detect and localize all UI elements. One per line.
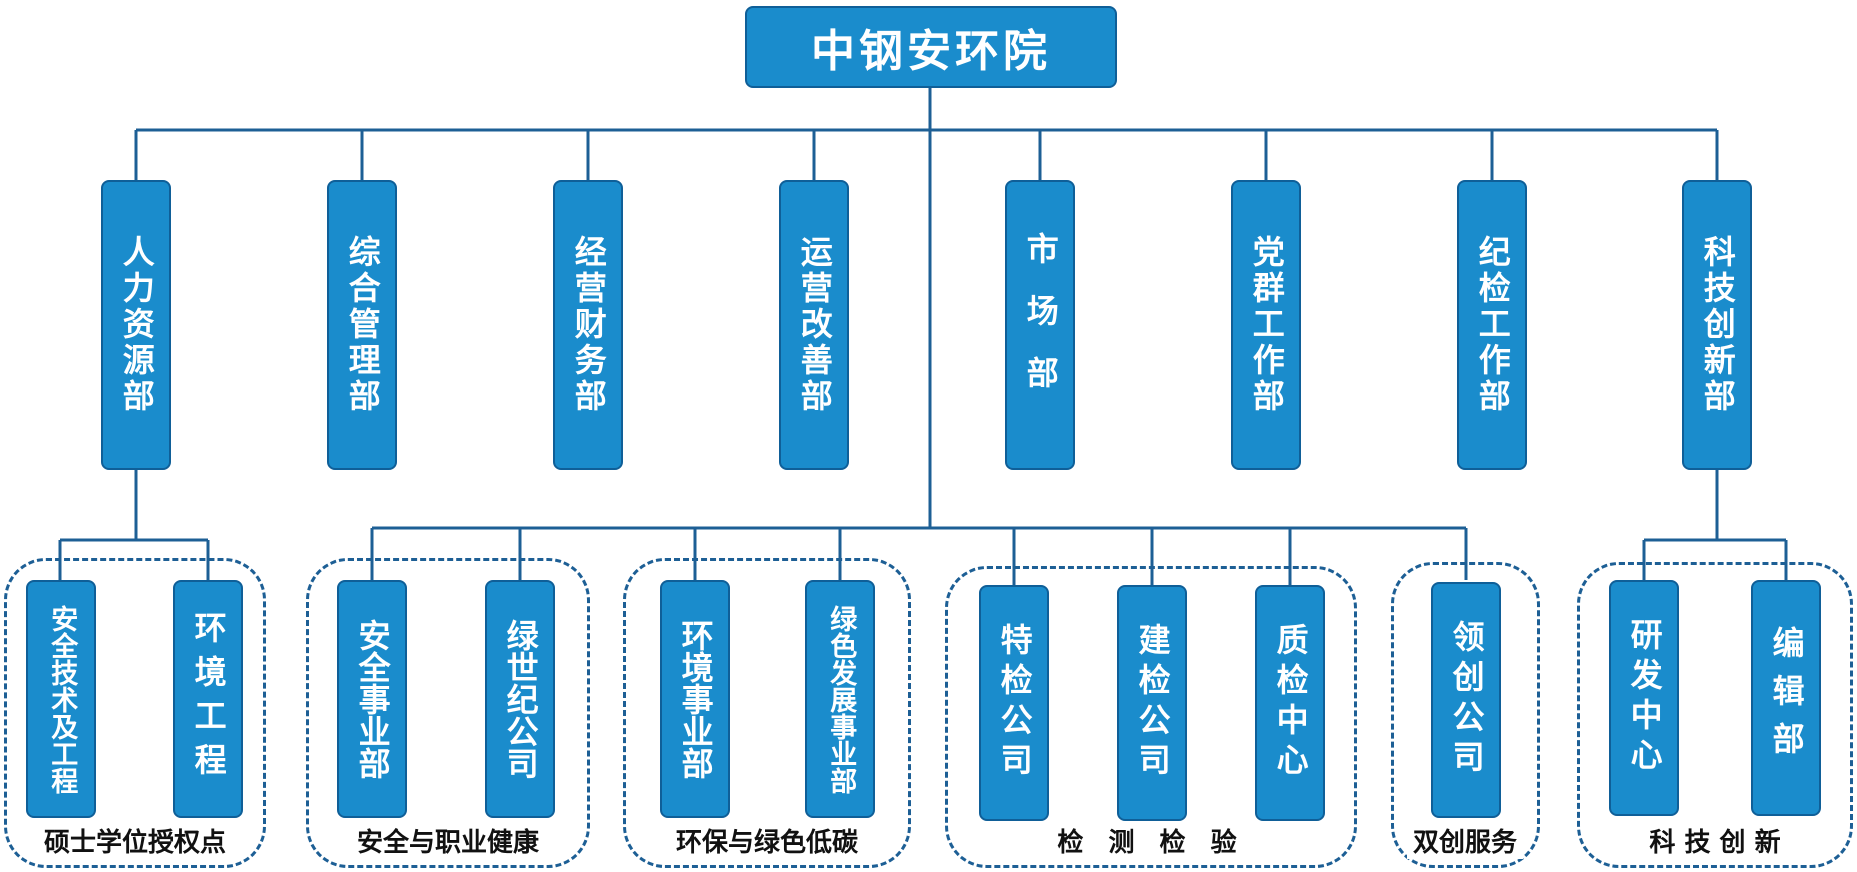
group-environment xyxy=(623,558,911,868)
dept-label: 运营改善部 xyxy=(795,235,834,415)
unit-construction-inspection: 建检公司 xyxy=(1117,585,1187,821)
unit-label: 绿色发展事业部 xyxy=(825,604,857,794)
dept-label: 市场部 xyxy=(1021,232,1060,418)
group-testing xyxy=(945,566,1357,868)
unit-lingchuang: 领创公司 xyxy=(1431,582,1501,818)
unit-label: 质检中心 xyxy=(1271,623,1310,783)
root-label: 中钢安环院 xyxy=(811,26,1051,77)
dept-operations: 运营改善部 xyxy=(779,180,849,470)
group-safety-health xyxy=(306,558,590,868)
unit-label: 研发中心 xyxy=(1625,618,1664,778)
unit-safety-tech: 安全技术及工程 xyxy=(26,580,96,818)
group-label-masters: 硕士学位授权点 xyxy=(37,827,233,859)
unit-quality-center: 质检中心 xyxy=(1255,585,1325,821)
root-node: 中钢安环院 xyxy=(745,6,1117,88)
unit-rnd-center: 研发中心 xyxy=(1609,580,1679,816)
dept-finance: 经营财务部 xyxy=(553,180,623,470)
dept-label: 科技创新部 xyxy=(1698,235,1737,415)
group-label-entrepreneurship: 双创服务 xyxy=(1406,827,1524,859)
group-tech xyxy=(1577,562,1853,868)
dept-label: 人力资源部 xyxy=(117,235,156,415)
group-label-tech: 科 技 创 新 xyxy=(1643,827,1787,859)
unit-safety-division: 安全事业部 xyxy=(337,580,407,818)
dept-hr: 人力资源部 xyxy=(101,180,171,470)
unit-label: 绿世纪公司 xyxy=(501,619,540,779)
dept-label: 综合管理部 xyxy=(343,235,382,415)
unit-label: 安全事业部 xyxy=(353,619,392,779)
unit-lvshiji: 绿世纪公司 xyxy=(485,580,555,818)
dept-discipline: 纪检工作部 xyxy=(1457,180,1527,470)
group-masters-degree xyxy=(4,558,266,868)
unit-label: 领创公司 xyxy=(1447,620,1486,780)
group-label-safety-health: 安全与职业健康 xyxy=(350,827,546,859)
dept-tech-innovation: 科技创新部 xyxy=(1682,180,1752,470)
dept-general-management: 综合管理部 xyxy=(327,180,397,470)
group-label-testing: 检 测 检 验 xyxy=(1051,827,1251,859)
unit-label: 建检公司 xyxy=(1133,623,1172,783)
group-label-environment: 环保与绿色低碳 xyxy=(669,827,865,859)
unit-env-eng: 环境工程 xyxy=(173,580,243,818)
group-entrepreneurship xyxy=(1391,562,1540,868)
unit-green-dev: 绿色发展事业部 xyxy=(805,580,875,818)
unit-label: 编辑部 xyxy=(1767,626,1806,770)
unit-label: 环境工程 xyxy=(189,611,228,787)
dept-label: 经营财务部 xyxy=(569,235,608,415)
unit-label: 特检公司 xyxy=(995,623,1034,783)
unit-label: 环境事业部 xyxy=(676,619,715,779)
unit-env-division: 环境事业部 xyxy=(660,580,730,818)
dept-party: 党群工作部 xyxy=(1231,180,1301,470)
dept-label: 党群工作部 xyxy=(1247,235,1286,415)
unit-label: 安全技术及工程 xyxy=(46,604,78,794)
unit-editorial: 编辑部 xyxy=(1751,580,1821,816)
dept-market: 市场部 xyxy=(1005,180,1075,470)
unit-special-inspection: 特检公司 xyxy=(979,585,1049,821)
dept-label: 纪检工作部 xyxy=(1473,235,1512,415)
